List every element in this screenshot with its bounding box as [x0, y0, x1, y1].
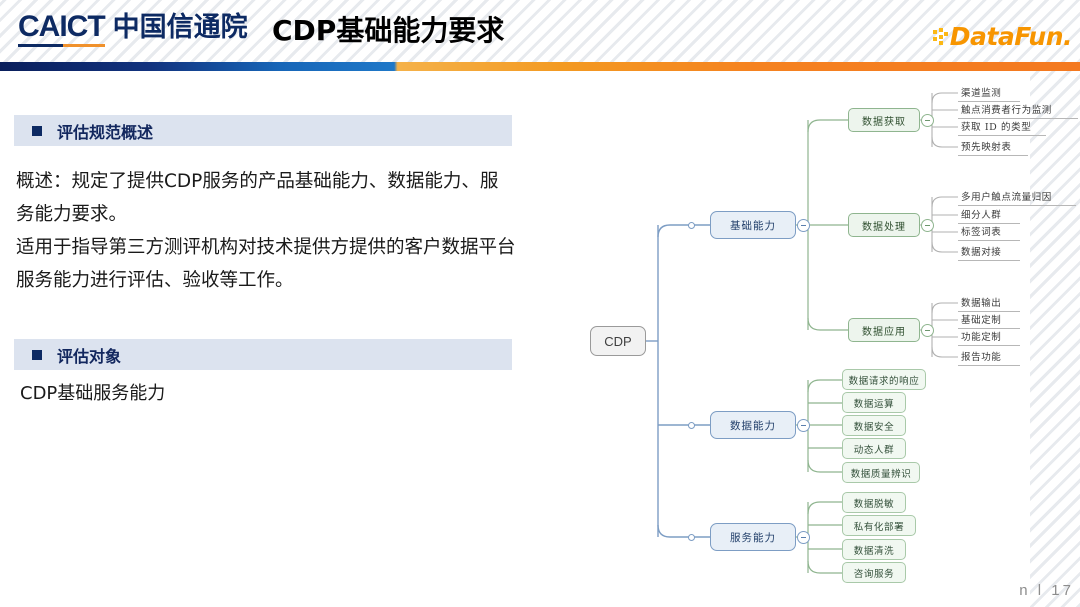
leaf-label: 数据输出: [961, 298, 1002, 309]
caict-underline-navy: [18, 44, 64, 47]
node-label: 数据能力: [730, 419, 776, 432]
section-overview-body: 概述：规定了提供CDP服务的产品基础能力、数据能力、服务能力要求。 适用于指导第…: [16, 171, 516, 291]
node-label: 服务能力: [730, 531, 776, 544]
datafun-logo: DataFun.: [932, 22, 1073, 51]
mindmap-leaf[interactable]: 多用户触点流量归因: [958, 187, 1076, 206]
leaf-label: 预先映射表: [961, 142, 1012, 153]
mindmap-root-node[interactable]: CDP: [590, 326, 646, 356]
leaf-label: 获取 ID 的类型: [961, 122, 1032, 133]
collapse-toggle-icon[interactable]: [797, 219, 810, 232]
section-target-label: 评估对象: [57, 346, 122, 366]
caict-wordmark-text: CAICT: [18, 10, 106, 43]
square-bullet-icon: [32, 125, 42, 136]
section-target-body: CDP基础服务能力: [20, 383, 166, 404]
mindmap-root-label: CDP: [604, 333, 632, 349]
page-indicator: n l 17: [1019, 582, 1074, 599]
collapse-toggle-icon[interactable]: [797, 419, 810, 432]
leaf-label: 数据质量辨识: [850, 468, 912, 480]
header-divider-bar: [0, 62, 1080, 71]
mindmap-leaf[interactable]: 数据安全: [842, 415, 906, 436]
mindmap-node-shujunengli[interactable]: 数据能力: [710, 411, 796, 439]
collapse-toggle-icon[interactable]: [921, 219, 934, 232]
branch-dot-icon: [688, 222, 695, 229]
mindmap-node-shujuyingyong[interactable]: 数据应用: [848, 318, 920, 342]
mindmap-leaf[interactable]: 获取 ID 的类型: [958, 117, 1046, 136]
mindmap-leaf[interactable]: 私有化部署: [842, 515, 916, 536]
leaf-label: 数据请求的响应: [848, 375, 920, 387]
mindmap-leaf[interactable]: 预先映射表: [958, 137, 1028, 156]
mindmap-node-shujuhuoqu[interactable]: 数据获取: [848, 108, 920, 132]
mindmap-leaf[interactable]: 数据质量辨识: [842, 462, 920, 483]
mindmap-leaf[interactable]: 数据请求的响应: [842, 369, 926, 390]
mindmap-leaf[interactable]: 数据对接: [958, 242, 1020, 261]
mindmap-node-fuwunengli[interactable]: 服务能力: [710, 523, 796, 551]
leaf-label: 标签词表: [961, 227, 1002, 238]
datafun-wordmark: DataFun.: [949, 22, 1073, 51]
page-title: CDP基础能力要求: [272, 14, 505, 47]
leaf-label: 数据脱敏: [853, 498, 895, 510]
leaf-label: 数据对接: [961, 247, 1002, 258]
datafun-dots-icon: [932, 27, 949, 46]
mindmap-leaf[interactable]: 动态人群: [842, 438, 906, 459]
leaf-label: 数据清洗: [853, 545, 895, 557]
leaf-label: 报告功能: [961, 352, 1002, 363]
mindmap-leaf[interactable]: 标签词表: [958, 222, 1020, 241]
caict-chinese-name: 中国信通院: [112, 12, 248, 43]
branch-dot-icon: [688, 534, 695, 541]
mindmap-leaf[interactable]: 渠道监测: [958, 83, 1020, 102]
caict-wordmark: CAICT: [18, 10, 106, 47]
leaf-label: 细分人群: [961, 210, 1002, 221]
leaf-label: 基础定制: [961, 315, 1002, 326]
mindmap-leaf[interactable]: 报告功能: [958, 347, 1020, 366]
mindmap-leaf[interactable]: 触点消费者行为监测: [958, 100, 1078, 119]
mindmap-leaf[interactable]: 基础定制: [958, 310, 1020, 329]
leaf-label: 动态人群: [853, 444, 895, 456]
mindmap-leaf[interactable]: 细分人群: [958, 205, 1020, 224]
mindmap-leaf[interactable]: 咨询服务: [842, 562, 906, 583]
leaf-label: 数据安全: [853, 421, 895, 433]
leaf-label: 数据运算: [853, 398, 895, 410]
leaf-label: 私有化部署: [853, 521, 905, 533]
node-label: 数据获取: [862, 116, 906, 128]
caict-underline-orange: [63, 44, 105, 47]
node-label: 基础能力: [730, 219, 776, 232]
section-overview-label: 评估规范概述: [57, 122, 154, 142]
caict-logo: CAICT 中国信通院: [18, 12, 248, 47]
mindmap-leaf[interactable]: 数据清洗: [842, 539, 906, 560]
square-bullet-icon: [32, 349, 42, 360]
leaf-label: 多用户触点流量归因: [961, 192, 1052, 203]
mindmap-node-shujuchuli[interactable]: 数据处理: [848, 213, 920, 237]
mindmap-node-jichunengli[interactable]: 基础能力: [710, 211, 796, 239]
leaf-label: 功能定制: [961, 332, 1002, 343]
leaf-label: 咨询服务: [853, 568, 895, 580]
mindmap-leaf[interactable]: 数据输出: [958, 293, 1020, 312]
section-heading-target: 评估对象: [14, 339, 512, 370]
mindmap-leaf[interactable]: 数据运算: [842, 392, 906, 413]
collapse-toggle-icon[interactable]: [921, 114, 934, 127]
node-label: 数据处理: [862, 221, 906, 233]
mindmap-leaf[interactable]: 功能定制: [958, 327, 1020, 346]
leaf-label: 触点消费者行为监测: [961, 105, 1052, 116]
node-label: 数据应用: [862, 326, 906, 338]
mindmap-leaf[interactable]: 数据脱敏: [842, 492, 906, 513]
collapse-toggle-icon[interactable]: [797, 531, 810, 544]
leaf-label: 渠道监测: [961, 88, 1002, 99]
section-heading-overview: 评估规范概述: [14, 115, 512, 146]
collapse-toggle-icon[interactable]: [921, 324, 934, 337]
slide-header: CAICT 中国信通院 CDP基础能力要求 DataFun.: [0, 0, 1080, 58]
mindmap-diagram: CDP 基础能力 数据获取 渠道监测 触点消费者行为监测 获取 ID 的类型 预…: [560, 75, 1078, 605]
branch-dot-icon: [688, 422, 695, 429]
